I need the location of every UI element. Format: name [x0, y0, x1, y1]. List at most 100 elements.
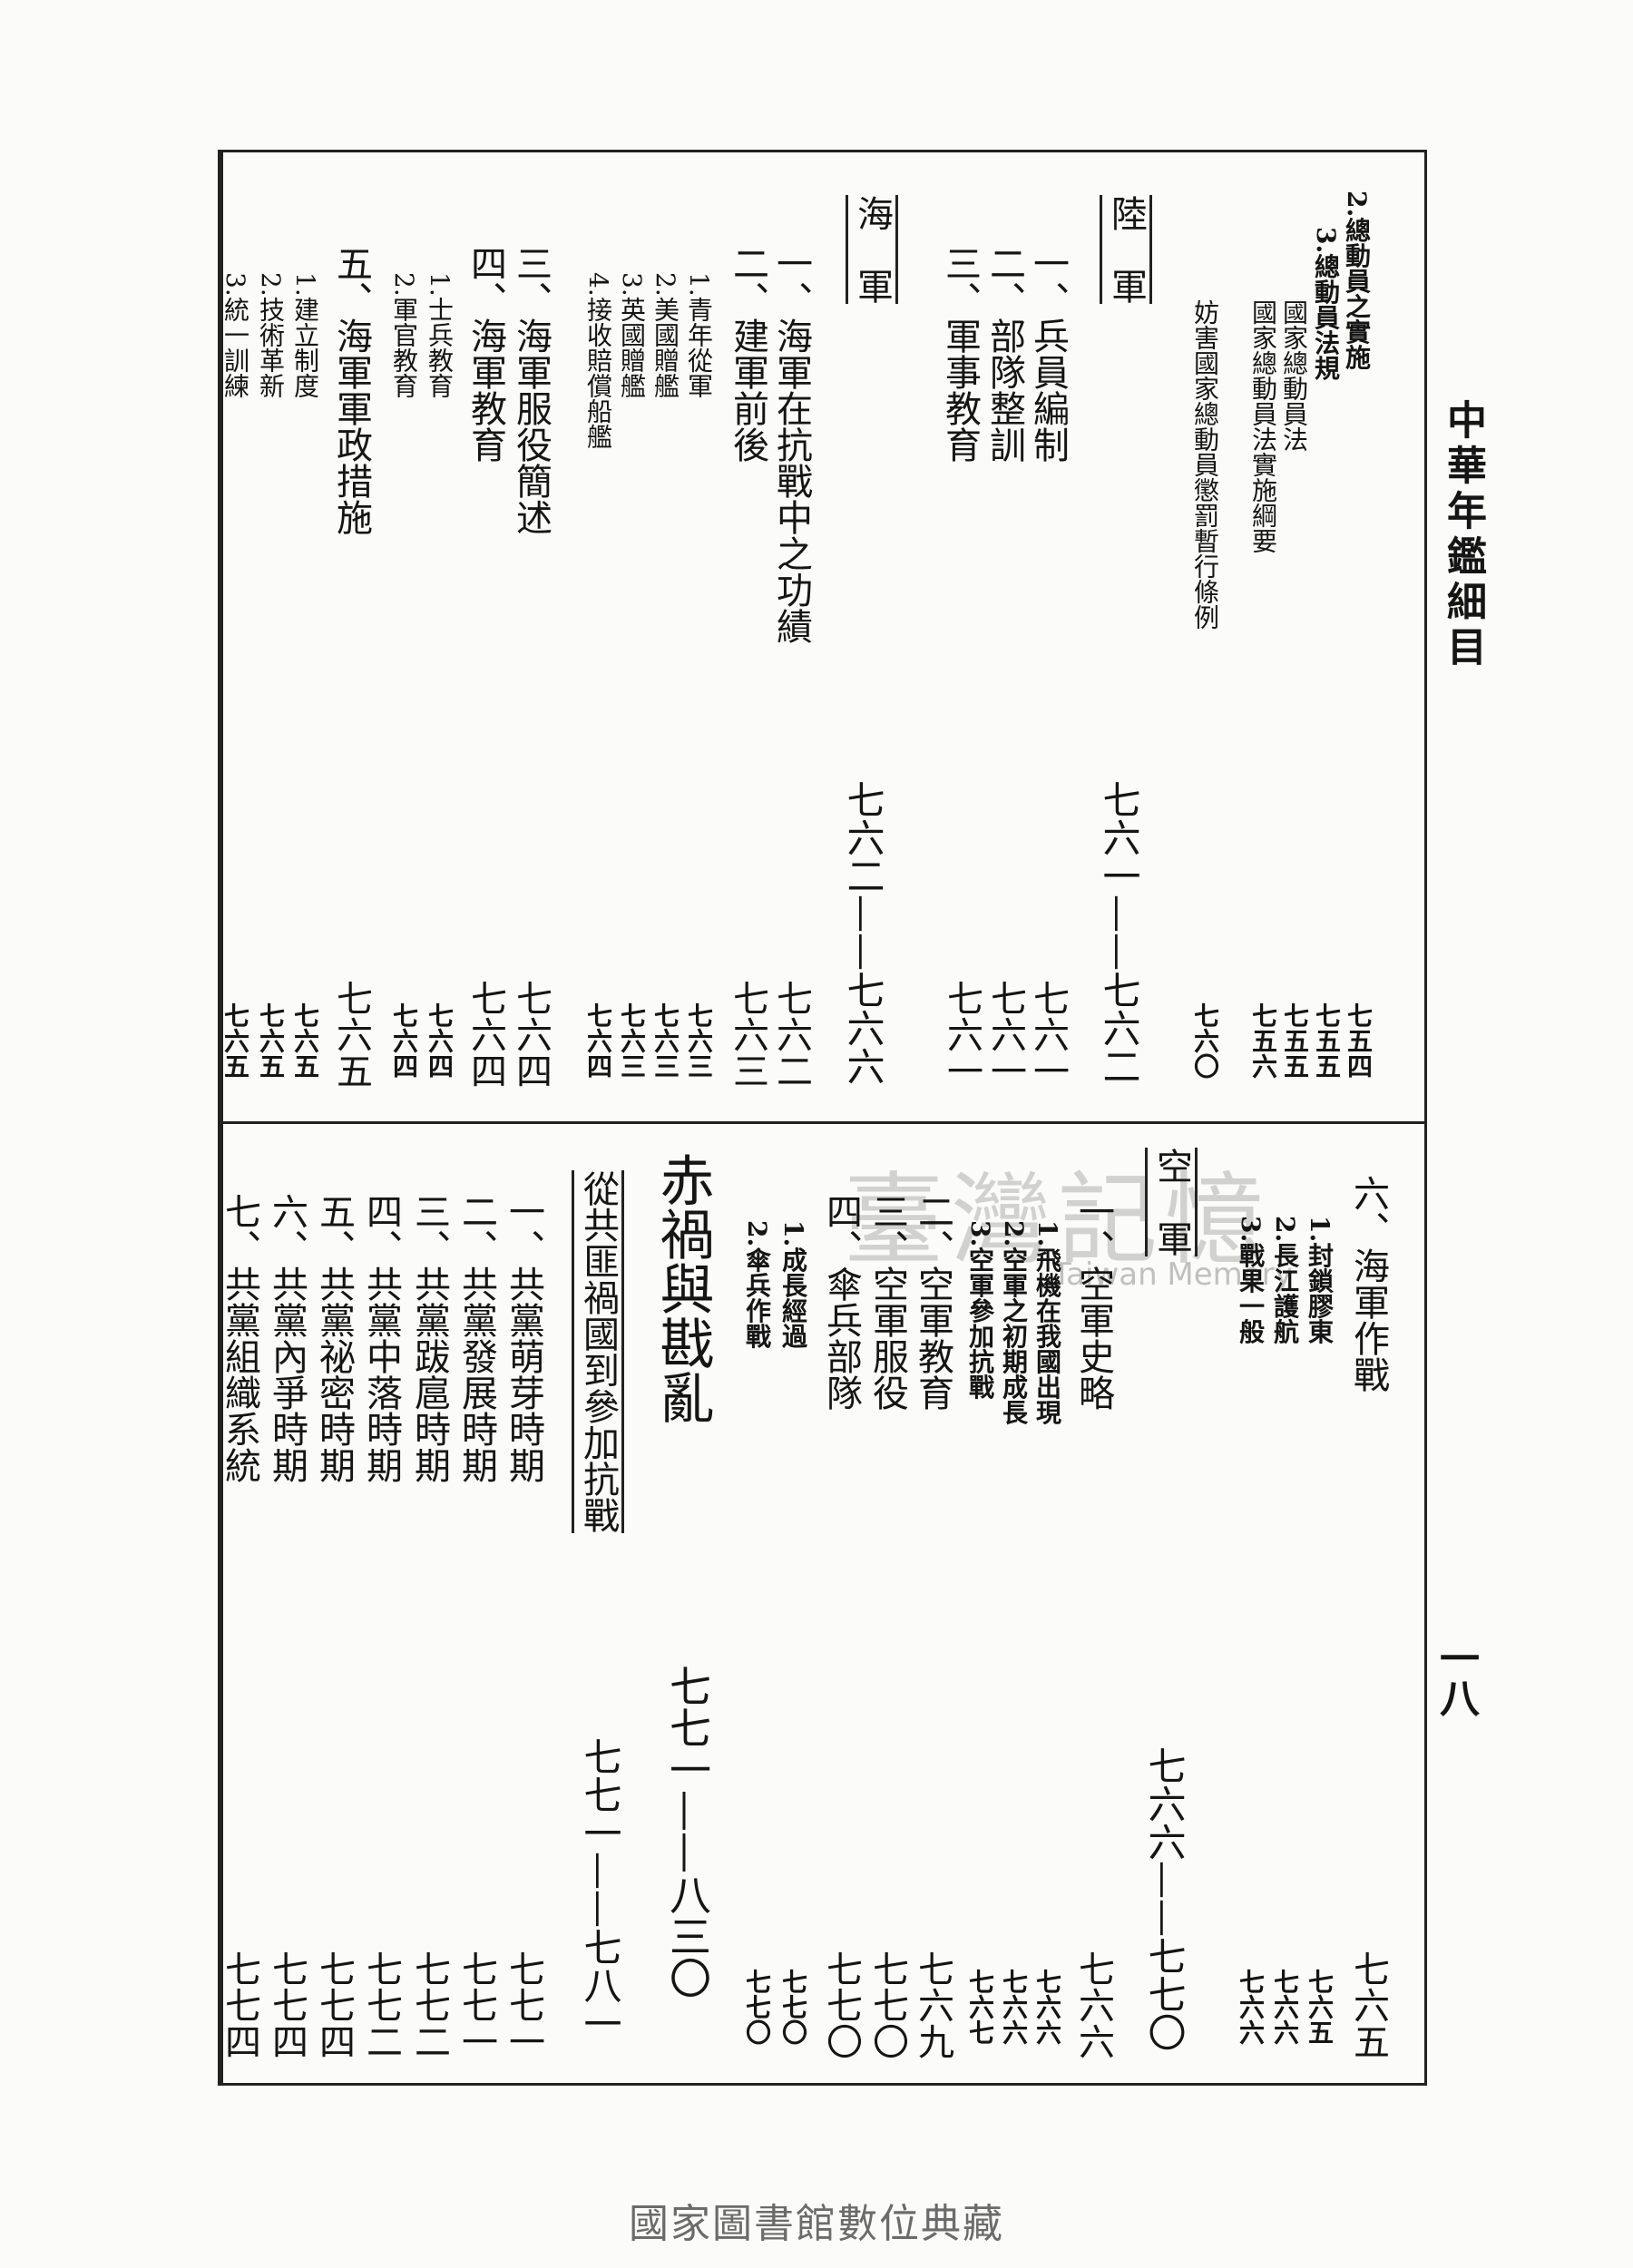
page-ref: 七七〇 — [778, 1969, 808, 2045]
toc-entry: 1.封鎖膠東 — [1305, 1216, 1335, 1344]
chapter-heading: 赤禍與戡亂 — [650, 1152, 714, 1424]
toc-entry: 2.傘兵作戰 — [742, 1220, 772, 1349]
page-ref: 七六一 — [941, 980, 983, 1089]
toc-entry: 1.青年從軍 — [684, 272, 714, 398]
page-ref: 七六四 — [510, 980, 552, 1089]
toc-entry: 三、空軍服役 — [866, 1193, 908, 1411]
page-ref: 七七二 — [360, 1950, 402, 2059]
section-heading: 陸 軍 — [1100, 195, 1152, 304]
page-ref: 七五六 — [1248, 1002, 1278, 1079]
page-range: 七六二——七六六 — [841, 780, 885, 1085]
page-ref: 七六五 — [220, 1002, 250, 1079]
toc-entry: 3.總動員法規 — [1311, 227, 1341, 381]
page-ref: 七六三 — [727, 980, 768, 1089]
toc-entry: 4.接收賠償船艦 — [583, 272, 613, 449]
toc-entry: 1.建立制度 — [290, 272, 320, 398]
page-ref: 七六七 — [965, 1969, 995, 2045]
toc-entry: 五、海軍軍政措施 — [330, 245, 372, 535]
page-ref: 七七四 — [219, 1950, 260, 2059]
toc-entry: 六、共黨內爭時期 — [266, 1193, 308, 1483]
toc-entry: 五、共黨祕密時期 — [313, 1193, 355, 1483]
toc-entry: 二、部隊整訓 — [983, 245, 1025, 463]
page-ref: 七七四 — [266, 1950, 308, 2059]
toc-entry: 三、共黨跋扈時期 — [408, 1193, 450, 1483]
page-ref: 七六九 — [912, 1950, 953, 2059]
toc-entry: 三、海軍服役簡述 — [510, 245, 552, 535]
toc-entry: 二、建軍前後 — [727, 245, 768, 463]
toc-entry: 3.戰果一般 — [1236, 1216, 1266, 1344]
section-heading: 海 軍 — [846, 195, 898, 304]
page-ref: 七六三 — [684, 1002, 714, 1079]
toc-entry: 3.統一訓練 — [220, 272, 250, 398]
toc-entry: 一、空軍史略 — [1072, 1193, 1114, 1411]
page-ref: 七六四 — [389, 1002, 419, 1079]
page-ref: 七六五 — [256, 1002, 286, 1079]
footer-credit: 國家圖書館數位典藏 — [629, 2201, 1004, 2247]
page-ref: 七六四 — [425, 1002, 455, 1079]
page-range: 七七一——七八一 — [578, 1737, 622, 2042]
section-heading: 從共匪禍國到參加抗戰 — [572, 1170, 624, 1533]
toc-entry: 1.成長經過 — [778, 1220, 808, 1349]
toc-entry: 2.技術革新 — [256, 272, 286, 398]
toc-entry: 2.空軍之初期成長 — [999, 1220, 1029, 1425]
toc-entry: 國家總動員法實施綱要 — [1248, 299, 1278, 553]
page-ref: 七七〇 — [820, 1950, 862, 2059]
page-frame — [218, 150, 1427, 2086]
toc-entry: 七、共黨組織系統 — [219, 1193, 260, 1483]
page-number: 一八 — [1433, 1637, 1479, 1717]
toc-entry: 1.士兵教育 — [425, 272, 455, 398]
toc-entry: 妨害國家總動員懲罰暫行條例 — [1190, 299, 1220, 630]
toc-entry: 一、兵員編制 — [1027, 245, 1069, 463]
page-ref: 七七二 — [408, 1950, 450, 2059]
page-ref: 七五五 — [1280, 1002, 1310, 1079]
toc-entry: 二、共黨發展時期 — [455, 1193, 497, 1483]
page-ref: 七七〇 — [742, 1969, 772, 2045]
page-ref: 七六五 — [1305, 1969, 1335, 2045]
toc-entry: 2.長江護航 — [1270, 1216, 1300, 1344]
page-ref: 七六六 — [1032, 1969, 1062, 2045]
page-ref: 七六三 — [650, 1002, 680, 1079]
page-ref: 七六六 — [1236, 1969, 1266, 2045]
page-ref: 七六五 — [330, 980, 372, 1089]
page-ref: 七六五 — [290, 1002, 320, 1079]
toc-entry: 四、傘兵部隊 — [820, 1193, 862, 1411]
watermark-logo: 臺灣記憶 — [844, 1162, 1272, 1278]
page-ref: 七六一 — [984, 980, 1026, 1089]
page-ref: 七六四 — [464, 980, 506, 1089]
toc-entry: 2.美國贈艦 — [650, 272, 680, 398]
toc-entry: 3.英國贈艦 — [617, 272, 647, 398]
toc-entry: 國家總動員法 — [1279, 299, 1309, 452]
page-range: 七六六——七七〇 — [1142, 1746, 1187, 2051]
page-ref: 七七一 — [455, 1950, 497, 2059]
page-ref: 七七四 — [313, 1950, 355, 2059]
page-ref: 七五四 — [1344, 1002, 1374, 1079]
page-ref: 七六六 — [999, 1969, 1029, 2045]
section-divider — [218, 1121, 1424, 1124]
page-ref: 七六五 — [1347, 1950, 1389, 2059]
running-header: 中華年鑑細目 — [1440, 399, 1486, 671]
page-range: 七六一——七六二 — [1097, 780, 1141, 1085]
page-ref: 七七一 — [503, 1950, 544, 2059]
page-ref: 七五五 — [1312, 1002, 1342, 1079]
toc-entry: 一、海軍在抗戰中之功績 — [770, 245, 812, 644]
toc-entry: 三、軍事教育 — [939, 245, 981, 463]
page-ref: 七七〇 — [866, 1950, 908, 2059]
page-ref: 七六四 — [583, 1002, 613, 1079]
toc-entry: 3.空軍參加抗戰 — [965, 1220, 995, 1400]
section-heading: 空 軍 — [1145, 1148, 1198, 1256]
page-ref: 七六六 — [1072, 1950, 1114, 2059]
toc-entry: 四、海軍教育 — [464, 245, 506, 463]
page-ref: 七六〇 — [1190, 1002, 1220, 1079]
toc-entry: 二、空軍教育 — [912, 1193, 953, 1411]
watermark-subtitle: Taiwan Memory — [1052, 1256, 1293, 1293]
toc-entry: 2.軍官教育 — [389, 272, 419, 398]
toc-entry: 六、海軍作戰 — [1347, 1175, 1389, 1393]
toc-entry: 1.飛機在我國出現 — [1032, 1220, 1062, 1425]
page-ref: 七六六 — [1270, 1969, 1300, 2045]
page-range: 七七一——八三〇 — [663, 1665, 712, 1999]
toc-entry: 2.總動員之實施 — [1342, 191, 1372, 370]
toc-entry: 四、共黨中落時期 — [360, 1193, 402, 1483]
page-ref: 七六二 — [770, 980, 812, 1089]
page-ref: 七六三 — [617, 1002, 647, 1079]
page-ref: 七六一 — [1027, 980, 1069, 1089]
